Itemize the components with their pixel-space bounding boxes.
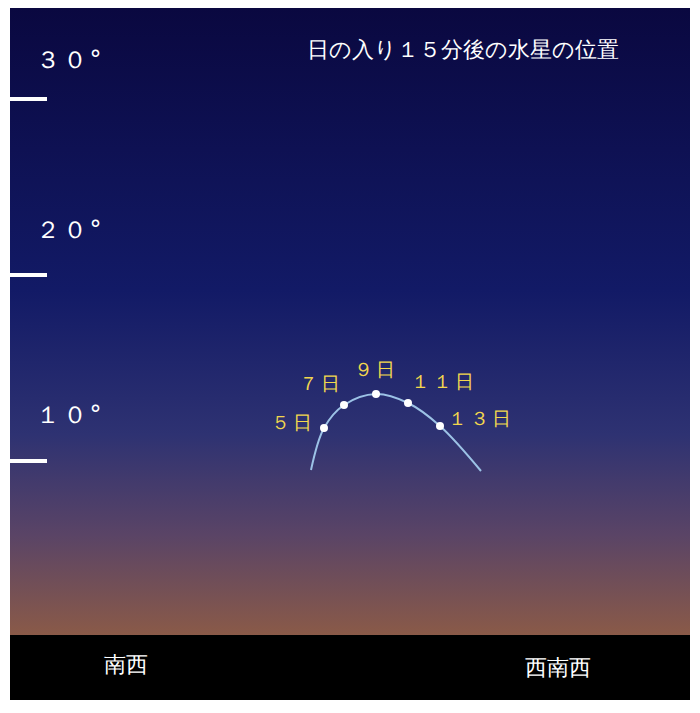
date-label: ７日 [299, 373, 343, 394]
direction-label: 西南西 [525, 656, 591, 680]
altitude-label: ２０° [36, 217, 105, 243]
mercury-dot [320, 424, 328, 432]
date-label: ９日 [354, 359, 398, 380]
date-label: ５日 [271, 412, 315, 433]
date-label: １１日 [411, 371, 477, 392]
mercury-track [311, 394, 481, 471]
twilight-sky [10, 8, 690, 635]
mercury-dot [372, 390, 380, 398]
scale-tick [10, 273, 47, 277]
altitude-label: １０° [36, 402, 105, 428]
mercury-dot [340, 401, 348, 409]
scale-tick [10, 97, 47, 101]
scale-tick [10, 459, 47, 463]
altitude-label: ３０° [36, 47, 105, 73]
mercury-dot [404, 399, 412, 407]
date-label: １３日 [448, 408, 514, 429]
ground [10, 635, 690, 700]
mercury-dot [436, 422, 444, 430]
direction-label: 南西 [104, 653, 148, 677]
chart-title: 日の入り１５分後の水星の位置 [307, 38, 619, 62]
